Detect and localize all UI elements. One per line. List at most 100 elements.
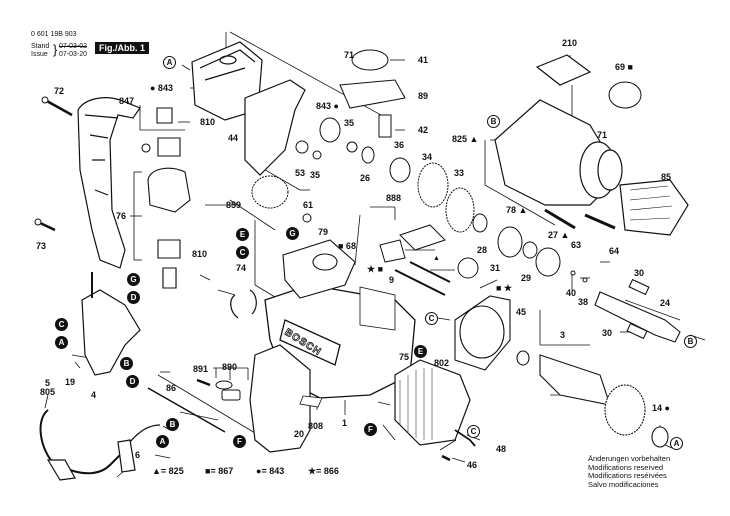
- handle-cover: [250, 345, 310, 452]
- part-label-68: ■ 68: [338, 241, 356, 251]
- callout-B: B: [120, 357, 133, 370]
- trigger-switch: [82, 272, 140, 375]
- part-label-843: 843 ●: [316, 101, 339, 111]
- rear-handle: [78, 98, 140, 268]
- callout-C: C: [55, 318, 68, 331]
- part-label-42: 42: [418, 125, 429, 135]
- part-label-30: 30: [602, 328, 613, 338]
- part-label-44: 44: [228, 133, 239, 143]
- cover-44: [245, 80, 305, 175]
- front-gear-housing: [495, 55, 622, 205]
- parts-890-891: [197, 380, 240, 400]
- callout-E: E: [236, 228, 249, 241]
- part-label-210: 210: [562, 38, 578, 48]
- power-cord: [41, 410, 160, 480]
- part-label-19: 19: [65, 377, 76, 387]
- part-810-lower: [163, 268, 176, 288]
- part-number: 0 601 19B 903: [31, 31, 77, 38]
- part-label-86: 86: [166, 383, 177, 393]
- issue-date: 07-03-20: [59, 51, 88, 58]
- part-label-802: 802: [434, 358, 450, 368]
- callout-G: G: [127, 273, 140, 286]
- field-coil-802: [395, 360, 470, 445]
- part-label-825: 825 ▲: [452, 134, 479, 144]
- part-label-64: 64: [609, 246, 620, 256]
- part-label-36: 36: [394, 140, 405, 150]
- note-de: Änderungen vorbehalten: [588, 454, 671, 463]
- callout-B: B: [487, 115, 500, 128]
- part-69: [609, 82, 641, 108]
- callout-D: D: [127, 291, 140, 304]
- part-label-73: 73: [36, 241, 47, 251]
- fan-baffle-45: [455, 296, 510, 370]
- part-label-35: 35: [310, 170, 321, 180]
- part-label-79: 79: [318, 227, 329, 237]
- drill-chuck: [620, 180, 688, 235]
- modifications-notice: Änderungen vorbehalten Modifications res…: [588, 454, 671, 489]
- part-label-890: 890: [222, 362, 238, 372]
- callout-D: D: [126, 375, 139, 388]
- brace: }: [53, 42, 58, 57]
- part-label-40: 40: [566, 288, 577, 298]
- part-label-85: 85: [661, 172, 672, 182]
- note-fr: Modifications resérvées: [588, 471, 667, 480]
- part-label-810: 810: [192, 249, 208, 259]
- legend-item-867: ■= 867: [205, 466, 234, 476]
- issue-label: Issue: [31, 51, 48, 58]
- switch-module-79: [283, 240, 355, 298]
- legend-item-825: ▲= 825: [152, 466, 184, 476]
- part-label-72: 72: [54, 86, 65, 96]
- part-label-74: 74: [236, 263, 247, 273]
- slider-888: [380, 225, 450, 295]
- brackets-74: [231, 290, 257, 318]
- part-label-29: 29: [521, 273, 532, 283]
- part-label-69: 69 ■: [615, 62, 633, 72]
- part-label-5: 5: [45, 378, 51, 388]
- note-en: Modifications reserved: [588, 462, 664, 472]
- screw-72: [42, 97, 72, 115]
- part-label-89: 89: [418, 91, 429, 101]
- callout-F: F: [233, 435, 246, 448]
- screw-73: [35, 219, 55, 230]
- spindle-24: [595, 280, 680, 342]
- part-label-805: 805: [40, 387, 56, 397]
- leader-lines: [45, 32, 705, 477]
- legend-item-866: ★= 866: [308, 466, 339, 476]
- callout-C: C: [467, 425, 480, 438]
- armature-3: [517, 351, 668, 447]
- part-label-34: 34: [422, 152, 433, 162]
- cable-86: [148, 388, 225, 432]
- callout-B: B: [684, 335, 697, 348]
- callout-A: A: [156, 435, 169, 448]
- part-label-45: 45: [516, 307, 527, 317]
- callout-C: C: [236, 246, 249, 259]
- part-label-847: 847: [119, 96, 135, 106]
- part-label-46: 46: [467, 460, 478, 470]
- note-es: Salvo modificaciones: [588, 479, 659, 489]
- part-label-891: 891: [193, 364, 209, 374]
- figure-label: Fig./Abb. 1: [95, 42, 149, 54]
- callout-C: C: [425, 312, 438, 325]
- part-label-35: 35: [344, 118, 355, 128]
- part-label-3: 3: [560, 330, 566, 340]
- part-label-4: 4: [91, 390, 97, 400]
- callout-A: A: [163, 56, 176, 69]
- part-label-27: 27 ▲: [548, 230, 570, 240]
- gears: [252, 118, 587, 282]
- part-label-6: 6: [135, 450, 141, 460]
- part-label-75: 75: [399, 352, 410, 362]
- part-label-26: 26: [360, 173, 371, 183]
- part-label-triangle: ▲: [433, 255, 440, 262]
- part-label-9: 9: [389, 275, 395, 285]
- legend-item-843: ●= 843: [256, 466, 285, 476]
- part-label-38: 38: [578, 297, 589, 307]
- part-label-square-star: ■ ★: [496, 283, 513, 293]
- callout-F: F: [364, 423, 377, 436]
- part-label-78: 78 ▲: [506, 205, 528, 215]
- part-label-48: 48: [496, 444, 507, 454]
- part-label-star-square: ★ ■: [367, 264, 384, 274]
- label-sheets: [300, 287, 395, 407]
- part-label-888: 888: [386, 193, 402, 203]
- callout-A: A: [55, 336, 68, 349]
